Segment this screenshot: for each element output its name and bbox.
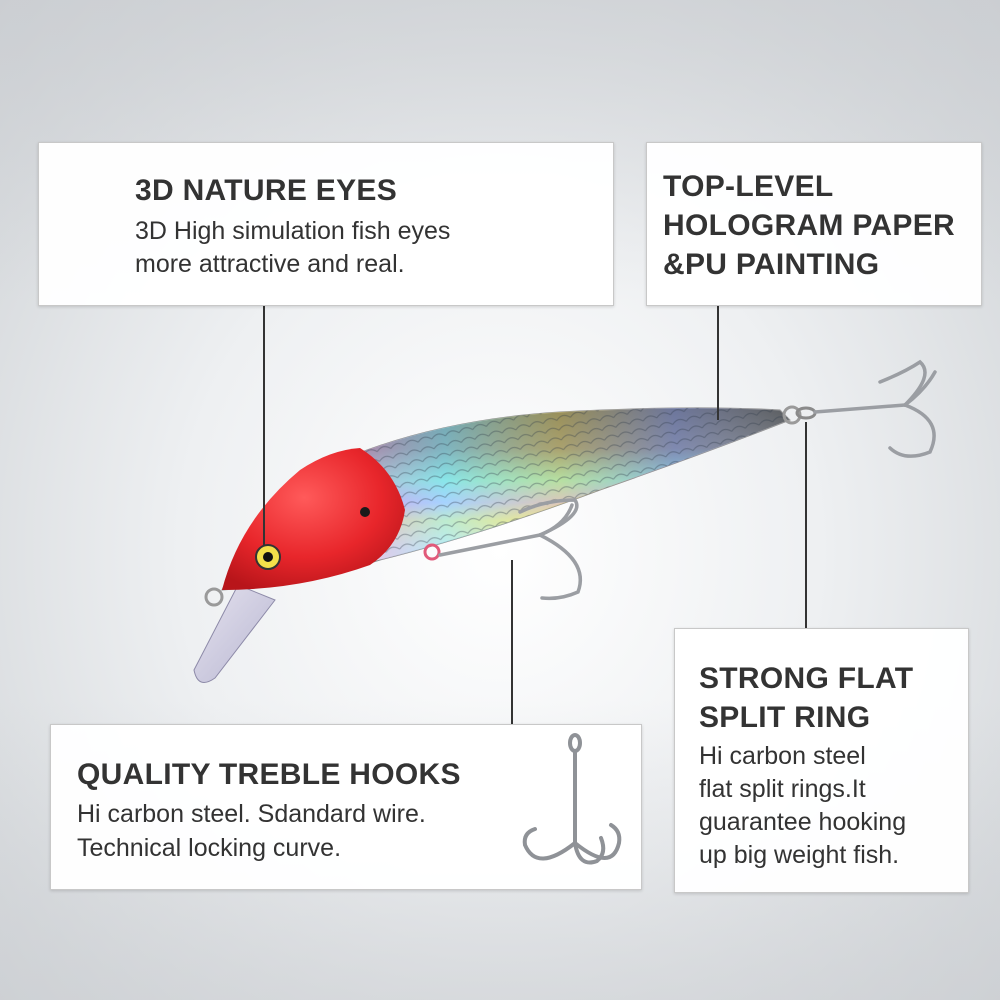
- split-ring-feature-desc-line-3: guarantee hooking: [699, 808, 907, 836]
- rear-treble-hook: [813, 359, 937, 458]
- split-ring-feature-title-line-1: STRONG FLAT: [699, 662, 914, 695]
- lure-lip: [193, 584, 276, 683]
- split-ring-feature-desc-line-1: Hi carbon steel: [699, 742, 866, 770]
- hooks-feature-title: QUALITY TREBLE HOOKS: [77, 758, 461, 791]
- hologram-feature-title-line-2: HOLOGRAM PAPER: [663, 209, 955, 242]
- eyes-feature-card: 3D NATURE EYES 3D High simulation fish e…: [38, 142, 614, 306]
- split-ring-feature-card: STRONG FLAT SPLIT RING Hi carbon steel f…: [674, 628, 969, 893]
- split-ring-feature-desc-line-2: flat split rings.It: [699, 775, 866, 803]
- split-ring-feature-title-line-2: SPLIT RING: [699, 701, 871, 734]
- split-ring-feature-desc-line-4: up big weight fish.: [699, 841, 900, 869]
- eyes-feature-desc-line-1: 3D High simulation fish eyes: [135, 217, 451, 245]
- eyes-feature-title: 3D NATURE EYES: [135, 174, 398, 207]
- eyes-feature-desc-line-2: more attractive and real.: [135, 250, 405, 278]
- hooks-feature-card: QUALITY TREBLE HOOKS Hi carbon steel. Sd…: [50, 724, 642, 890]
- hooks-feature-desc-line-1: Hi carbon steel. Sdandard wire.: [77, 800, 426, 828]
- belly-treble-hook: [438, 498, 583, 601]
- lure-head: [222, 448, 405, 590]
- hologram-feature-card: TOP-LEVEL HOLOGRAM PAPER &PU PAINTING: [646, 142, 982, 306]
- hologram-feature-title-line-3: &PU PAINTING: [663, 248, 880, 281]
- hologram-feature-title-line-1: TOP-LEVEL: [663, 170, 834, 203]
- treble-hook-icon: [522, 733, 622, 865]
- hooks-feature-desc-line-2: Technical locking curve.: [77, 834, 342, 862]
